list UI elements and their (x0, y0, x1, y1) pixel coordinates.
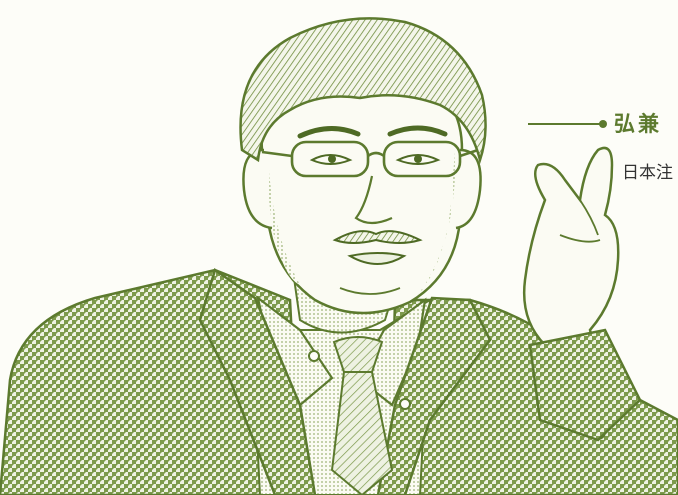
hair (239, 17, 487, 165)
tie-knot (332, 336, 384, 373)
glasses-right-lens (382, 140, 462, 178)
collar-button-right (399, 398, 411, 410)
eyebrow-right (387, 125, 448, 137)
person-affiliation: 日本注 (622, 163, 673, 183)
nose (354, 175, 393, 225)
eyebrow-left (297, 126, 361, 139)
caption-leader-line (528, 123, 600, 125)
tie (330, 371, 394, 495)
caption-leader-dot (599, 120, 607, 128)
hand (523, 146, 620, 402)
lapel-left (198, 267, 317, 495)
lapel-right (376, 296, 492, 495)
person-name: 弘兼 (614, 111, 662, 136)
ear-right (455, 148, 482, 230)
glasses-temple-left (261, 150, 293, 158)
collar-button-left (308, 350, 320, 362)
glasses-temple-right (459, 148, 479, 158)
sleeve (528, 328, 642, 442)
mustache (332, 230, 423, 244)
glasses-bridge (367, 151, 385, 158)
mouth (347, 252, 407, 265)
glasses-left-lens (290, 140, 370, 178)
